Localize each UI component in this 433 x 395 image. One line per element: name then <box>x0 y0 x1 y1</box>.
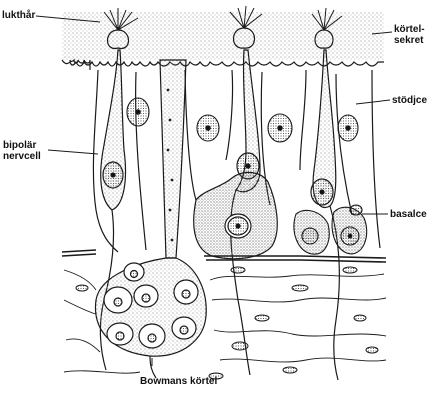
label-olfactory-hair-text: lukthår <box>2 10 35 21</box>
label-gland-secretion: körtel- sekret <box>394 24 425 46</box>
label-bipolar-nerve-cell: bipolär nervcell <box>3 140 41 162</box>
basal-cell-cluster-left <box>194 172 278 258</box>
label-olfactory-hair: lukthår <box>2 10 35 21</box>
label-bipolar-line1: bipolär <box>3 140 41 151</box>
label-supporting-cell-text: stödjce <box>392 95 427 106</box>
label-basal-cell: basalce <box>390 209 427 220</box>
label-bowmans-gland-text: Bowmans körtel <box>140 376 217 387</box>
basal-cells-right <box>294 205 367 254</box>
label-supporting-cell: stödjce <box>392 95 427 106</box>
label-gland-secretion-line2: sekret <box>394 35 425 46</box>
label-bowmans-gland: Bowmans körtel <box>140 376 217 387</box>
label-bipolar-line2: nervcell <box>3 151 41 162</box>
label-gland-secretion-line1: körtel- <box>394 24 425 35</box>
label-basal-cell-text: basalce <box>390 209 427 220</box>
